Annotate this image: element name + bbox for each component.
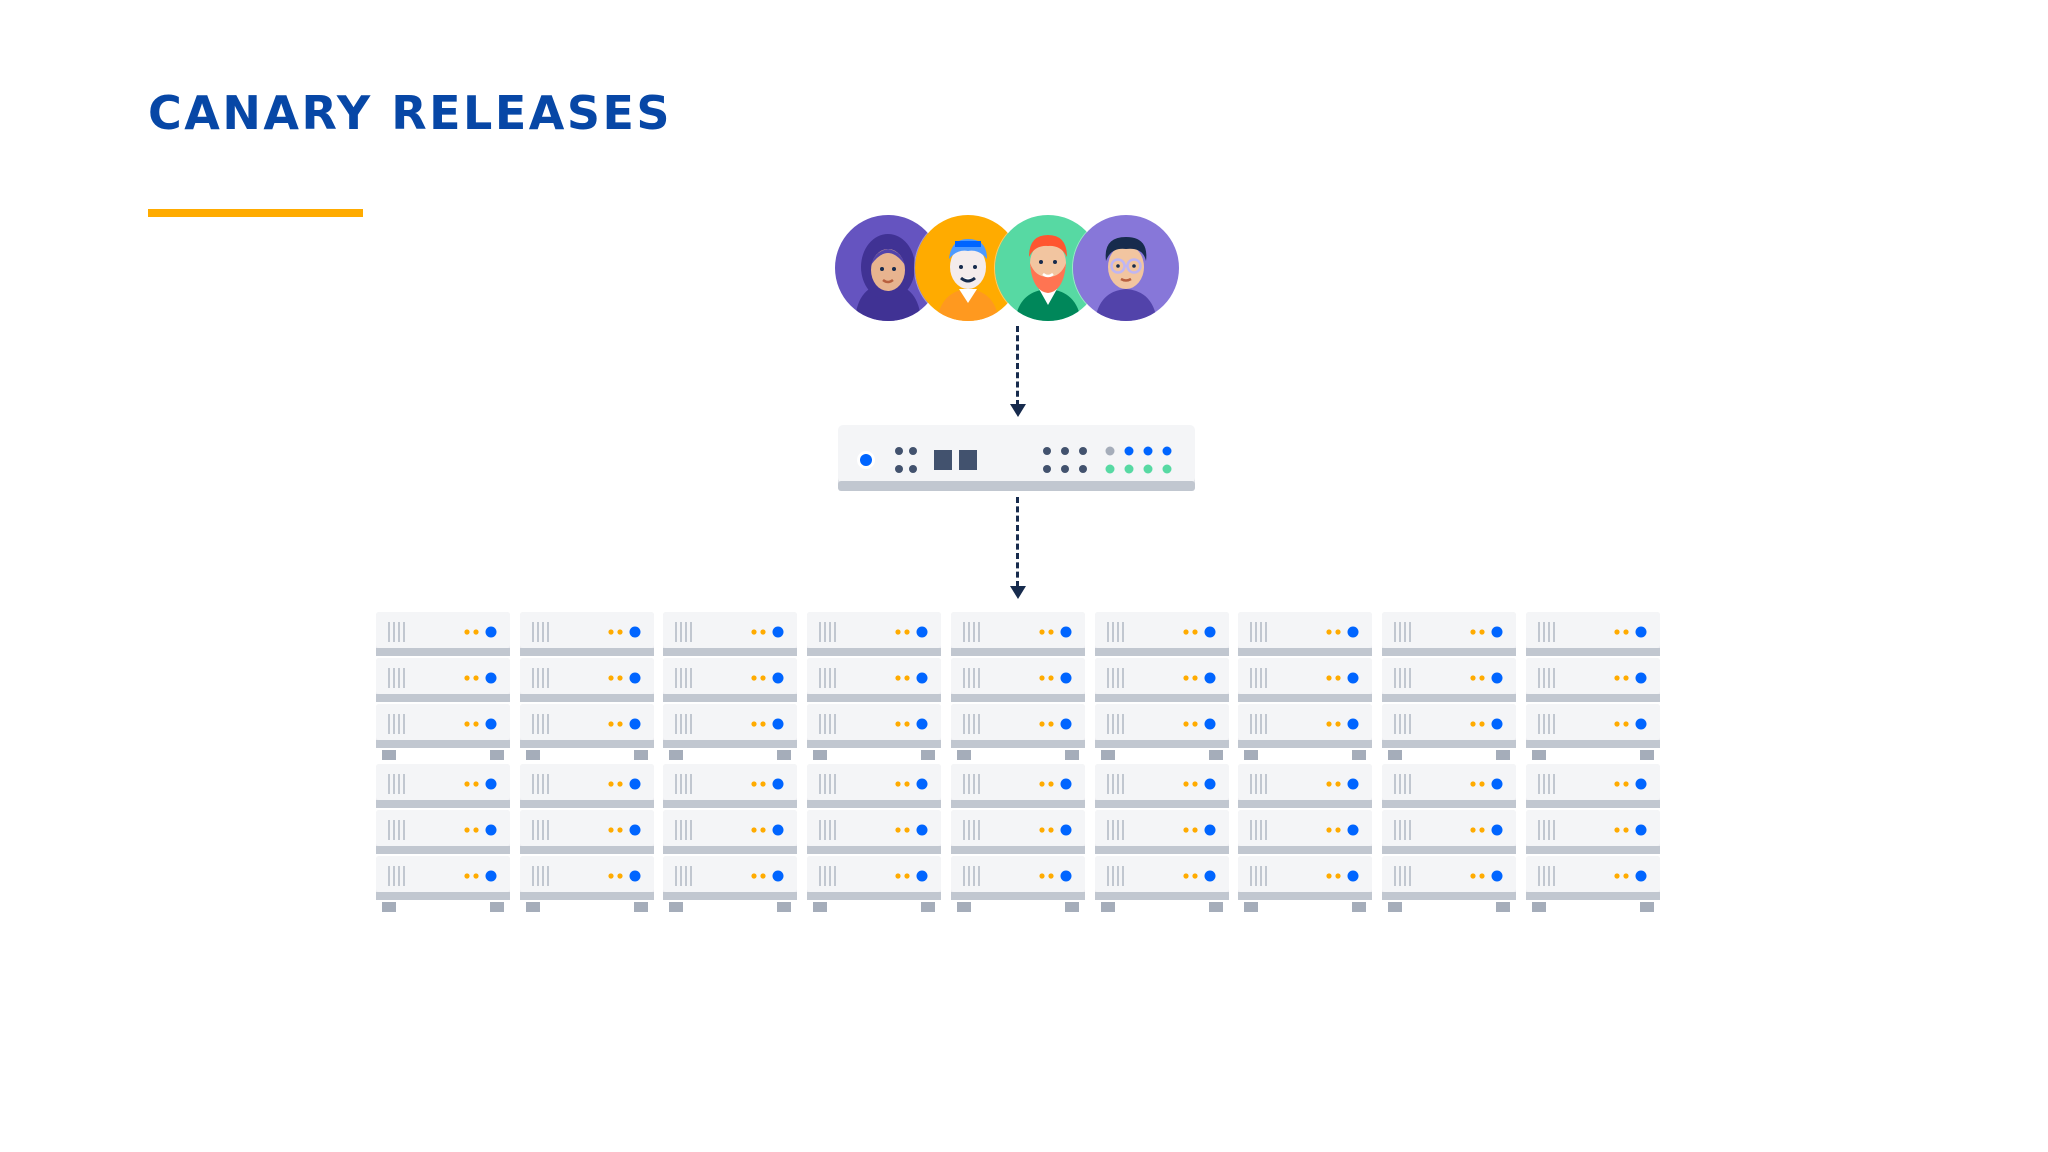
server-rack-icon bbox=[951, 612, 1085, 762]
server-farm bbox=[376, 612, 1660, 914]
server-rack-icon bbox=[1238, 612, 1372, 762]
server-rack-icon bbox=[663, 764, 797, 914]
user-group bbox=[834, 214, 1180, 322]
arrow-users-to-lb bbox=[1016, 326, 1019, 406]
server-rack-icon bbox=[1382, 612, 1516, 762]
user-avatar-red-beard-icon bbox=[994, 214, 1102, 322]
load-balancer-icon bbox=[838, 425, 1195, 497]
slide-title: CANARY RELEASES bbox=[148, 86, 673, 140]
title-underline bbox=[148, 209, 363, 217]
server-rack-icon bbox=[520, 612, 654, 762]
server-rack-icon bbox=[1095, 612, 1229, 762]
arrow-lb-to-servers bbox=[1016, 497, 1019, 587]
server-rack-icon bbox=[1238, 764, 1372, 914]
server-rack-icon bbox=[1526, 612, 1660, 762]
server-rack-icon bbox=[807, 612, 941, 762]
user-avatar-glasses-icon bbox=[1072, 214, 1180, 322]
server-rack-icon bbox=[376, 764, 510, 914]
server-rack-icon bbox=[1095, 764, 1229, 914]
server-rack-icon bbox=[520, 764, 654, 914]
server-rack-icon bbox=[1526, 764, 1660, 914]
server-rack-icon bbox=[663, 612, 797, 762]
server-rack-icon bbox=[376, 612, 510, 762]
server-rack-icon bbox=[807, 764, 941, 914]
arrowhead-down-icon bbox=[1010, 586, 1026, 599]
server-rack-icon bbox=[1382, 764, 1516, 914]
arrowhead-down-icon bbox=[1010, 404, 1026, 417]
server-rack-icon bbox=[951, 764, 1085, 914]
